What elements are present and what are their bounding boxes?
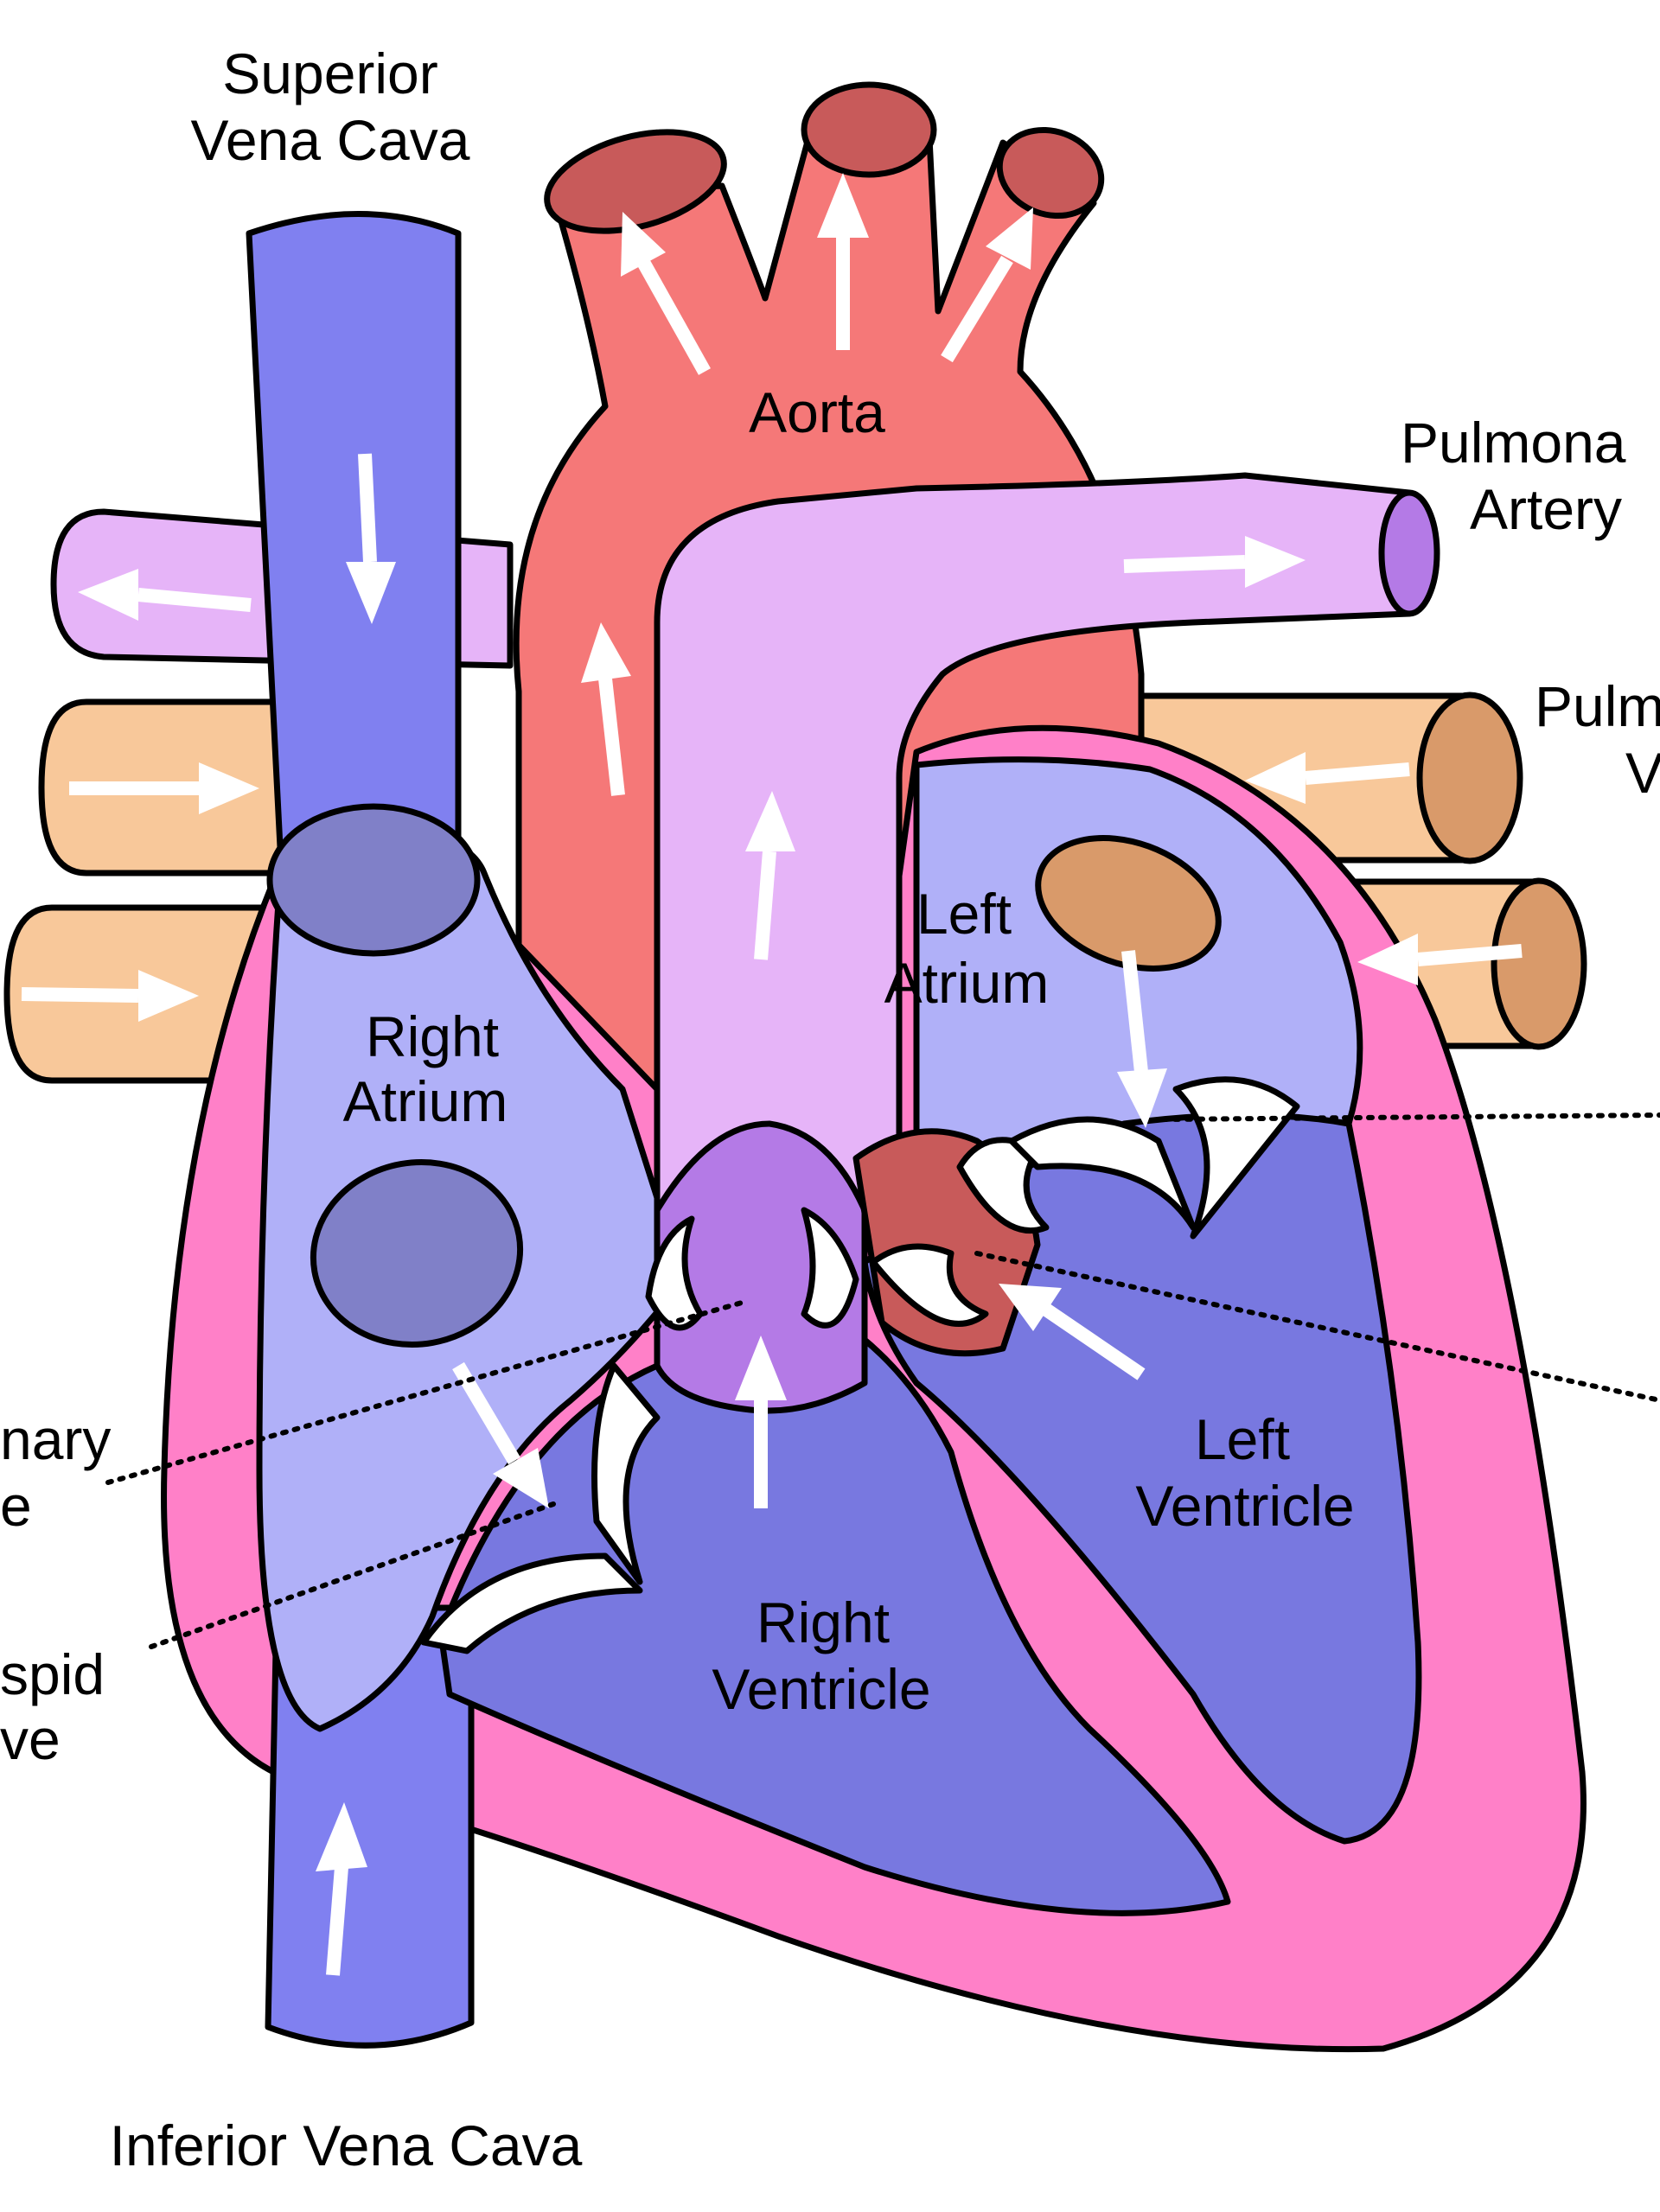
right-ventricle xyxy=(437,1336,1231,1916)
label-aorta: Aorta xyxy=(749,380,885,444)
label-left-ventricle-line1: Left xyxy=(1195,1407,1290,1471)
right-atrium xyxy=(256,803,686,1732)
label-superior-vena-cava-line2: Vena Cava xyxy=(191,108,470,172)
label-left-atrium-line2: Atrium xyxy=(884,951,1050,1015)
label-pulmonary-valve-line1: nary xyxy=(0,1407,111,1471)
valve-flaps xyxy=(420,1076,1300,1654)
label-right-atrium-line2: Atrium xyxy=(343,1069,508,1133)
label-pulmonary-veins-line2: V xyxy=(1625,741,1660,805)
label-tricuspid-valve-line1: spid xyxy=(0,1642,105,1706)
label-left-atrium-line1: Left xyxy=(916,882,1012,946)
leader-mitral-valve xyxy=(1160,1112,1660,1122)
leader-pulmonary-valve xyxy=(105,1298,750,1485)
label-pulmonary-valve-line2: e xyxy=(0,1474,32,1538)
label-pulmonary-veins-line1: Pulm xyxy=(1535,674,1660,738)
label-pulmonary-artery-line2: Artery xyxy=(1470,477,1622,541)
label-left-ventricle-line2: Ventricle xyxy=(1135,1474,1354,1538)
label-tricuspid-valve-line2: ve xyxy=(0,1707,61,1771)
pulmonary-artery xyxy=(654,472,1440,1231)
leader-tricuspid-valve xyxy=(149,1501,556,1649)
label-right-ventricle-line2: Ventricle xyxy=(712,1657,930,1721)
leader-aortic-valve xyxy=(974,1251,1660,1403)
label-superior-vena-cava-line1: Superior xyxy=(222,41,437,105)
flow-arrows xyxy=(21,173,1523,1976)
label-pulmonary-artery-line1: Pulmona xyxy=(1401,411,1626,475)
leader-lines xyxy=(105,1112,1660,1649)
labels: Superior Vena Cava Aorta Pulmona Artery … xyxy=(0,41,1660,2177)
label-right-atrium-line1: Right xyxy=(366,1004,499,1068)
label-right-ventricle-line1: Right xyxy=(757,1590,890,1654)
label-inferior-vena-cava: Inferior Vena Cava xyxy=(110,2113,583,2177)
